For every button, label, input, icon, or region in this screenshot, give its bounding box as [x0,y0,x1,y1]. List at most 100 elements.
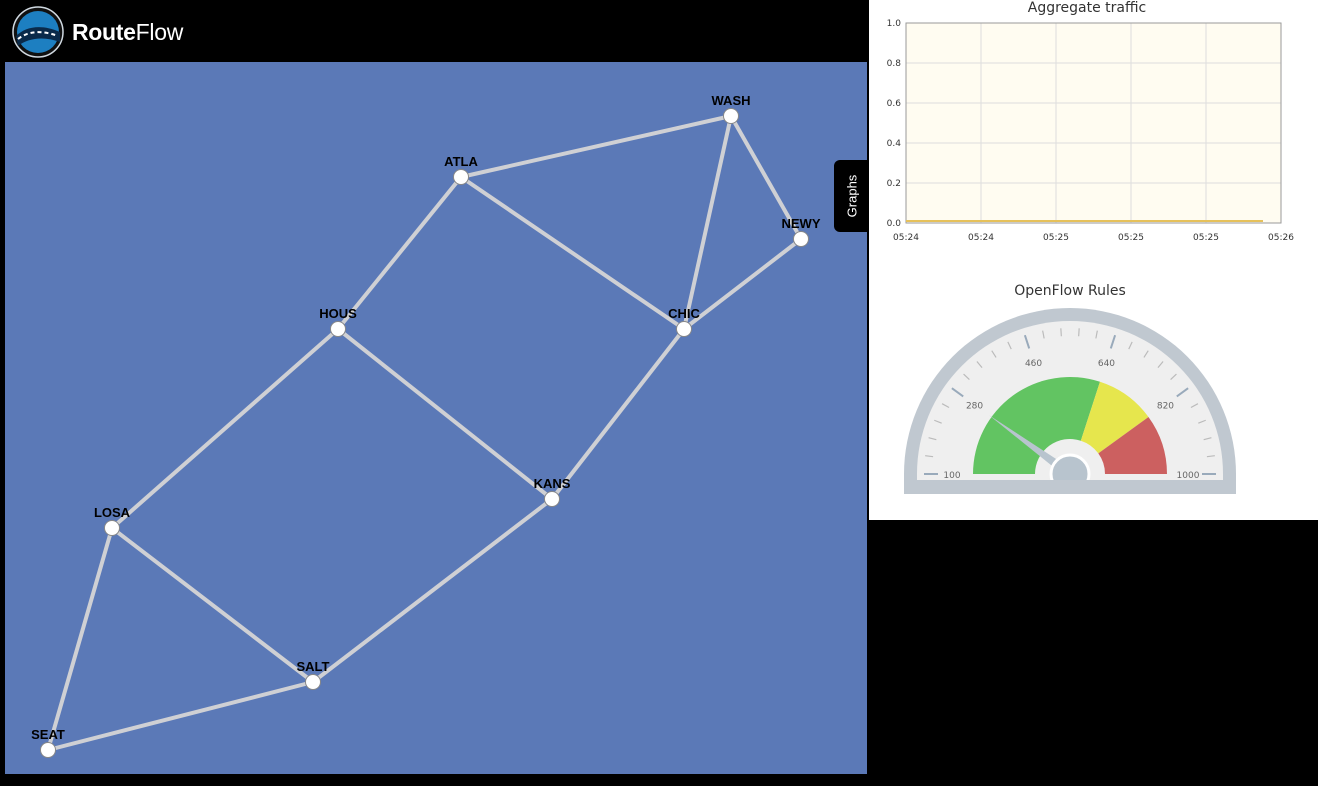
node-wash[interactable]: WASH [712,93,751,124]
node-circle[interactable] [723,108,739,124]
gauge-tick-label: 640 [1098,359,1115,369]
x-tick-label: 05:24 [968,233,994,243]
y-tick-label: 0.4 [887,139,902,149]
gauge-tick-label: 280 [966,402,983,412]
node-circle[interactable] [453,169,469,185]
gauge-tick [1128,341,1133,350]
y-tick-label: 1.0 [887,19,902,29]
node-label: NEWY [782,216,821,231]
node-label: LOSA [94,505,131,520]
y-tick-label: 0.0 [887,219,902,229]
link-hous-losa [110,327,340,530]
gauge-tick [941,403,950,409]
link-newy-chic [682,237,803,331]
gauge-tick [1143,350,1149,358]
node-salt[interactable]: SALT [297,659,330,690]
chart-title: Aggregate traffic [1028,0,1147,16]
gauge-tick-label: 100 [943,471,960,481]
gauge-tick [1023,334,1031,349]
links-layer [46,114,803,752]
routeflow-logo: RouteFlow [12,6,183,58]
node-label: ATLA [444,154,478,169]
gauge-tick [925,455,934,458]
routeflow-logo-icon [12,6,64,58]
x-tick-label: 05:26 [1268,233,1294,243]
gauge-tick [1007,341,1012,350]
gauge-tick-label: 820 [1157,402,1174,412]
node-label: HOUS [319,306,357,321]
gauge-tick [1176,387,1189,398]
topology-view[interactable]: WASH ATLA NEWY HOUS CHIC KANS LOSA SALT SEAT [5,62,867,774]
node-circle[interactable] [544,491,560,507]
link-kans-salt [311,497,554,684]
link-losa-seat [46,527,114,751]
gauge-tick [1042,330,1045,339]
x-tick-label: 05:25 [1118,233,1144,243]
link-chic-kans [550,327,686,501]
gauge-tick [934,419,942,424]
y-tick-label: 0.8 [887,59,902,69]
gauge-needle [989,415,1073,479]
x-tick-label: 05:25 [1193,233,1219,243]
x-tick-label: 05:25 [1043,233,1069,243]
gauge-tick [1157,361,1164,369]
graphs-tab[interactable]: Graphs [834,160,870,232]
gauge-tick [951,387,964,398]
node-losa[interactable]: LOSA [94,505,131,536]
node-label: WASH [712,93,751,108]
logo-text: RouteFlow [72,18,184,45]
gauge-tick [1170,373,1177,380]
node-kans[interactable]: KANS [534,476,571,507]
graphs-panel: Aggregate traffic 0.0 0.2 0.4 0.6 0.8 1.0 05:2… [869,0,1318,520]
link-hous-kans [336,327,554,501]
gauge-tick [991,350,997,358]
gauge-tick [1078,328,1080,337]
node-label: KANS [534,476,571,491]
aggregate-traffic-chart: Aggregate traffic 0.0 0.2 0.4 0.6 0.8 1.0 05:2… [887,0,1295,243]
node-chic[interactable]: CHIC [668,306,700,337]
plot-border [905,22,1282,224]
node-circle[interactable] [40,742,56,758]
gauge-band [1098,416,1167,474]
gauge-tick-label: 460 [1025,359,1042,369]
node-circle[interactable] [676,321,692,337]
node-label: SEAT [31,727,65,742]
gauge-band [1080,381,1149,454]
gauge-tick-label: 1000 [1177,471,1200,481]
gauge-tick [1109,334,1117,349]
node-atla[interactable]: ATLA [444,154,478,185]
graphs-tab-label: Graphs [844,174,860,218]
gauge-tick [1198,419,1206,424]
node-circle[interactable] [330,321,346,337]
link-atla-chic [459,175,686,331]
nodes-layer[interactable]: WASH ATLA NEWY HOUS CHIC KANS LOSA SALT SEAT [31,93,821,758]
gauge-tick [1190,403,1199,409]
node-circle[interactable] [305,674,321,690]
node-hous[interactable]: HOUS [319,306,357,337]
gauge-tick [1095,330,1098,339]
gauge-band [973,377,1100,474]
node-label: SALT [297,659,330,674]
link-wash-chic [682,115,733,330]
gauge-tick [928,437,937,441]
node-newy[interactable]: NEWY [782,216,821,247]
topology-graph[interactable]: WASH ATLA NEWY HOUS CHIC KANS LOSA SALT SEAT [5,62,867,774]
x-tick-label: 05:24 [893,233,919,243]
gauge-tick [1203,437,1212,441]
node-label: CHIC [668,306,700,321]
gauge-tick [976,361,983,369]
y-tick-label: 0.6 [887,99,902,109]
gauge-base [904,480,1236,494]
gauge-tick [1060,328,1062,337]
gauge-tick [1206,455,1215,458]
link-atla-hous [336,175,463,331]
plot-area [905,22,1282,224]
y-tick-label: 0.2 [887,179,901,189]
link-wash-newy [729,115,803,240]
node-circle[interactable] [104,520,120,536]
node-seat[interactable]: SEAT [31,727,65,758]
link-losa-salt [110,526,315,684]
node-circle[interactable] [793,231,809,247]
gauge-tick [963,373,970,380]
